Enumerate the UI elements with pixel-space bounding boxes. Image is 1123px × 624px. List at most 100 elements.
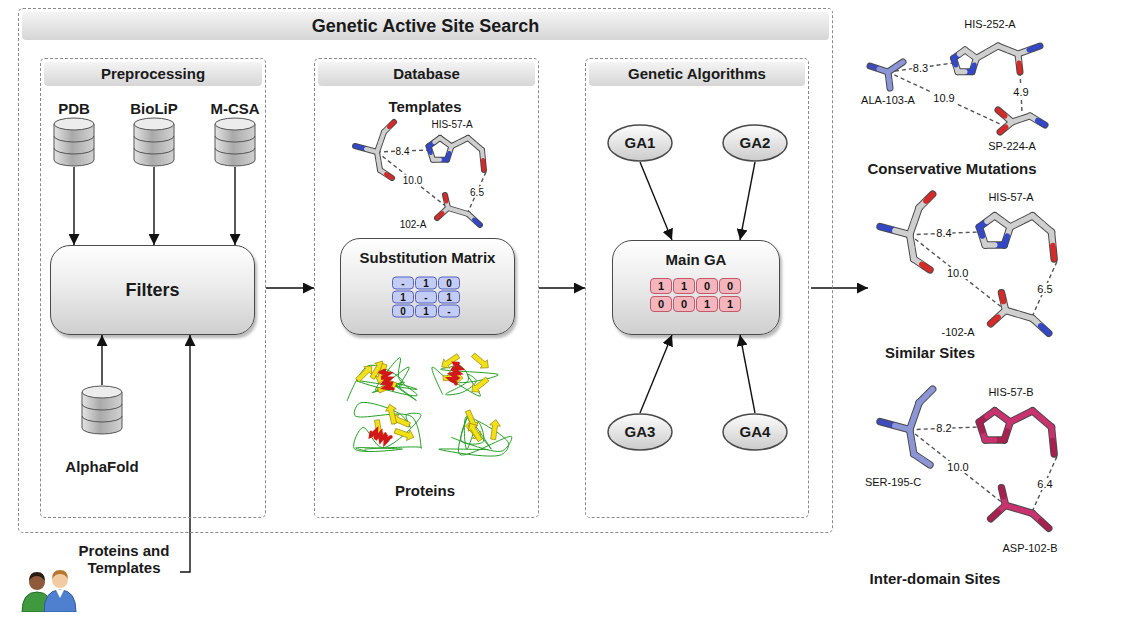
bond-outline (1006, 310, 1033, 318)
chromosome-bit: 1 (650, 278, 672, 294)
bond-outline (985, 436, 1004, 444)
distance-line (910, 235, 1006, 311)
chromosome-bit: 1 (673, 278, 695, 294)
bond-outline (998, 46, 1018, 54)
structure-label: 8.4 (395, 146, 411, 157)
residue (880, 194, 933, 270)
ga-ellipse: GA3 (607, 413, 673, 451)
chromosome-bit: 0 (650, 296, 672, 312)
matrix-cell: 0 (438, 277, 460, 290)
panel-header: Genetic Algorithms (589, 62, 805, 86)
bond-outline (998, 110, 1012, 122)
structure-label: 6.4 (1036, 478, 1053, 490)
bond-outline (976, 46, 998, 58)
bond-outline (384, 122, 394, 132)
residue (870, 62, 903, 88)
database-name: AlphaFold (65, 458, 138, 475)
bond-outline (380, 170, 392, 178)
bond-outline (468, 214, 480, 225)
protein-helix (370, 429, 392, 444)
residue (979, 216, 1054, 259)
structure-label: HIS-57-B (987, 386, 1034, 398)
ellipse-outline (608, 414, 672, 450)
bond-outline (1033, 216, 1052, 232)
bond-outline (1018, 46, 1040, 54)
bond-outline (1004, 422, 1010, 440)
bond (1002, 293, 1004, 302)
bond-outline (355, 146, 377, 152)
cylinder-band (134, 136, 174, 142)
ga-ellipse: GA2 (722, 124, 788, 162)
bond-outline (1010, 216, 1032, 227)
bond (1041, 326, 1049, 333)
bond-outline (910, 235, 914, 259)
bond (445, 195, 447, 202)
bond-outline (1033, 318, 1049, 333)
stage-panel: PDBBioLiPM-CSAFiltersAlphaFoldPreprocess… (40, 58, 266, 518)
matrix-cell: 1 (415, 277, 437, 290)
bond-outline (1018, 54, 1020, 72)
connector (640, 162, 672, 240)
database-cylinder: AlphaFold (62, 385, 142, 475)
protein-helix (449, 362, 462, 383)
structure-label: 6.5 (469, 187, 485, 198)
ga-ellipse: GA1 (607, 124, 673, 162)
template-site (355, 122, 486, 225)
person-hair (29, 572, 45, 581)
cylinder-shape (126, 117, 182, 167)
structure-label: HIS-252-A (963, 18, 1016, 30)
protein-strand (393, 426, 415, 443)
ellipse-title: GA2 (740, 134, 771, 151)
bond (991, 512, 998, 519)
distance-line (1033, 262, 1057, 316)
ellipse-title: GA3 (625, 423, 656, 440)
cylinder-band (215, 148, 255, 154)
bond (987, 216, 995, 222)
section-heading: Proteins (393, 482, 457, 499)
ga-ellipse: GA4 (722, 413, 788, 451)
connector (180, 335, 190, 572)
database-name: PDB (58, 100, 90, 117)
bond-outline (1030, 116, 1045, 125)
ellipse-title: GA4 (740, 423, 771, 440)
structure-label: 6.5 (1036, 283, 1053, 295)
cylinder-band (82, 416, 122, 422)
bond-outline (447, 146, 451, 159)
connector (640, 335, 672, 413)
residue (991, 293, 1049, 334)
distance-line (910, 430, 1006, 506)
ellipse-outline (723, 414, 787, 450)
bond (474, 220, 480, 226)
bond-outline (995, 216, 1010, 227)
bond (922, 264, 930, 269)
panel-header: Database (318, 62, 535, 86)
residue (998, 110, 1045, 132)
bond-outline (1051, 232, 1054, 259)
bond-outline (437, 208, 448, 218)
protein-strand (488, 419, 502, 440)
bond-outline (985, 241, 1004, 249)
protein-strand (384, 403, 399, 425)
connector (153, 167, 154, 245)
chromosome-bit: 1 (696, 296, 718, 312)
matrix-cell: - (392, 277, 414, 290)
protein-coil (354, 402, 422, 451)
database-name: M-CSA (210, 100, 259, 117)
cylinder-band (134, 148, 174, 154)
bond-outline (979, 216, 994, 227)
protein-strand (469, 351, 491, 372)
bond (1000, 127, 1006, 132)
chromosome-bit: 0 (719, 278, 741, 294)
cylinder-band (215, 136, 255, 142)
bond-outline (910, 403, 919, 430)
structure-label: 10.0 (946, 461, 969, 473)
bond-outline (979, 422, 985, 440)
bond-outline (910, 208, 919, 235)
section-heading: Conservative Mutations (865, 160, 1038, 177)
protein-strand (465, 420, 485, 443)
bond-outline (445, 195, 448, 208)
chromosome-bit: 0 (673, 296, 695, 312)
structure-label: HIS-57-A (987, 191, 1034, 203)
ellipse-outline (608, 125, 672, 161)
structure-label: 10.9 (932, 92, 955, 104)
